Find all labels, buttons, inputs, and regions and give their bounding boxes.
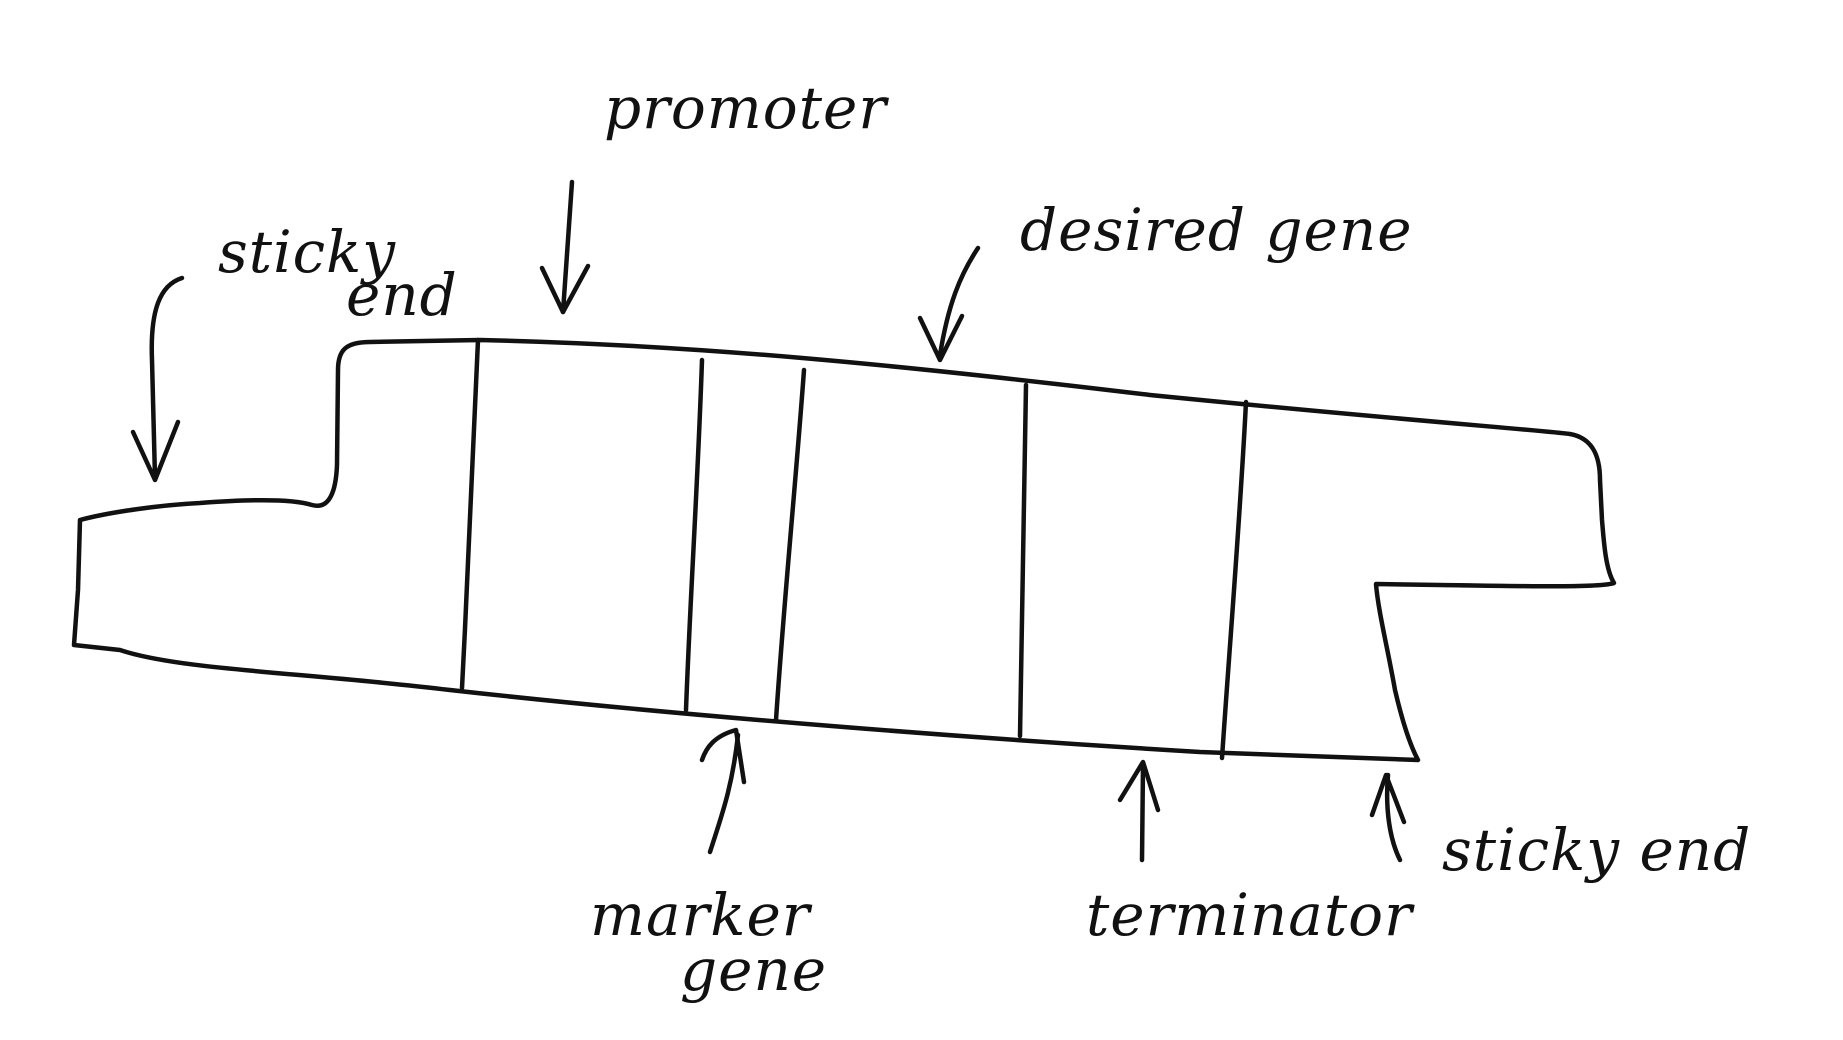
divider-marker-gene <box>773 367 807 723</box>
label-sticky-end-left-line1: sticky <box>218 218 396 286</box>
divider-promoter-marker <box>683 357 705 713</box>
arrow-marker-gene-icon <box>699 727 747 855</box>
label-marker-gene-line1: marker <box>590 881 813 949</box>
arrow-sticky-end-right-icon <box>1369 772 1407 863</box>
label-sticky-end-left-line2: end <box>346 261 458 329</box>
label-terminator: terminator <box>1086 881 1415 949</box>
label-sticky-end-right: sticky end <box>1442 816 1751 884</box>
arrow-terminator-icon <box>1117 759 1161 863</box>
label-marker-gene-line2: gene <box>680 936 827 1004</box>
arrow-desired-gene-icon <box>917 245 981 363</box>
label-promoter: promoter <box>604 74 889 142</box>
dna-strand-outline <box>71 337 1617 763</box>
divider-terminator-sticky <box>1219 399 1249 761</box>
label-desired-gene: desired gene <box>1020 196 1413 264</box>
arrow-promoter-icon <box>539 179 591 315</box>
divider-sticky-promoter <box>459 337 481 691</box>
divider-gene-terminator <box>1017 382 1029 739</box>
arrow-sticky-end-left-icon <box>130 275 185 483</box>
